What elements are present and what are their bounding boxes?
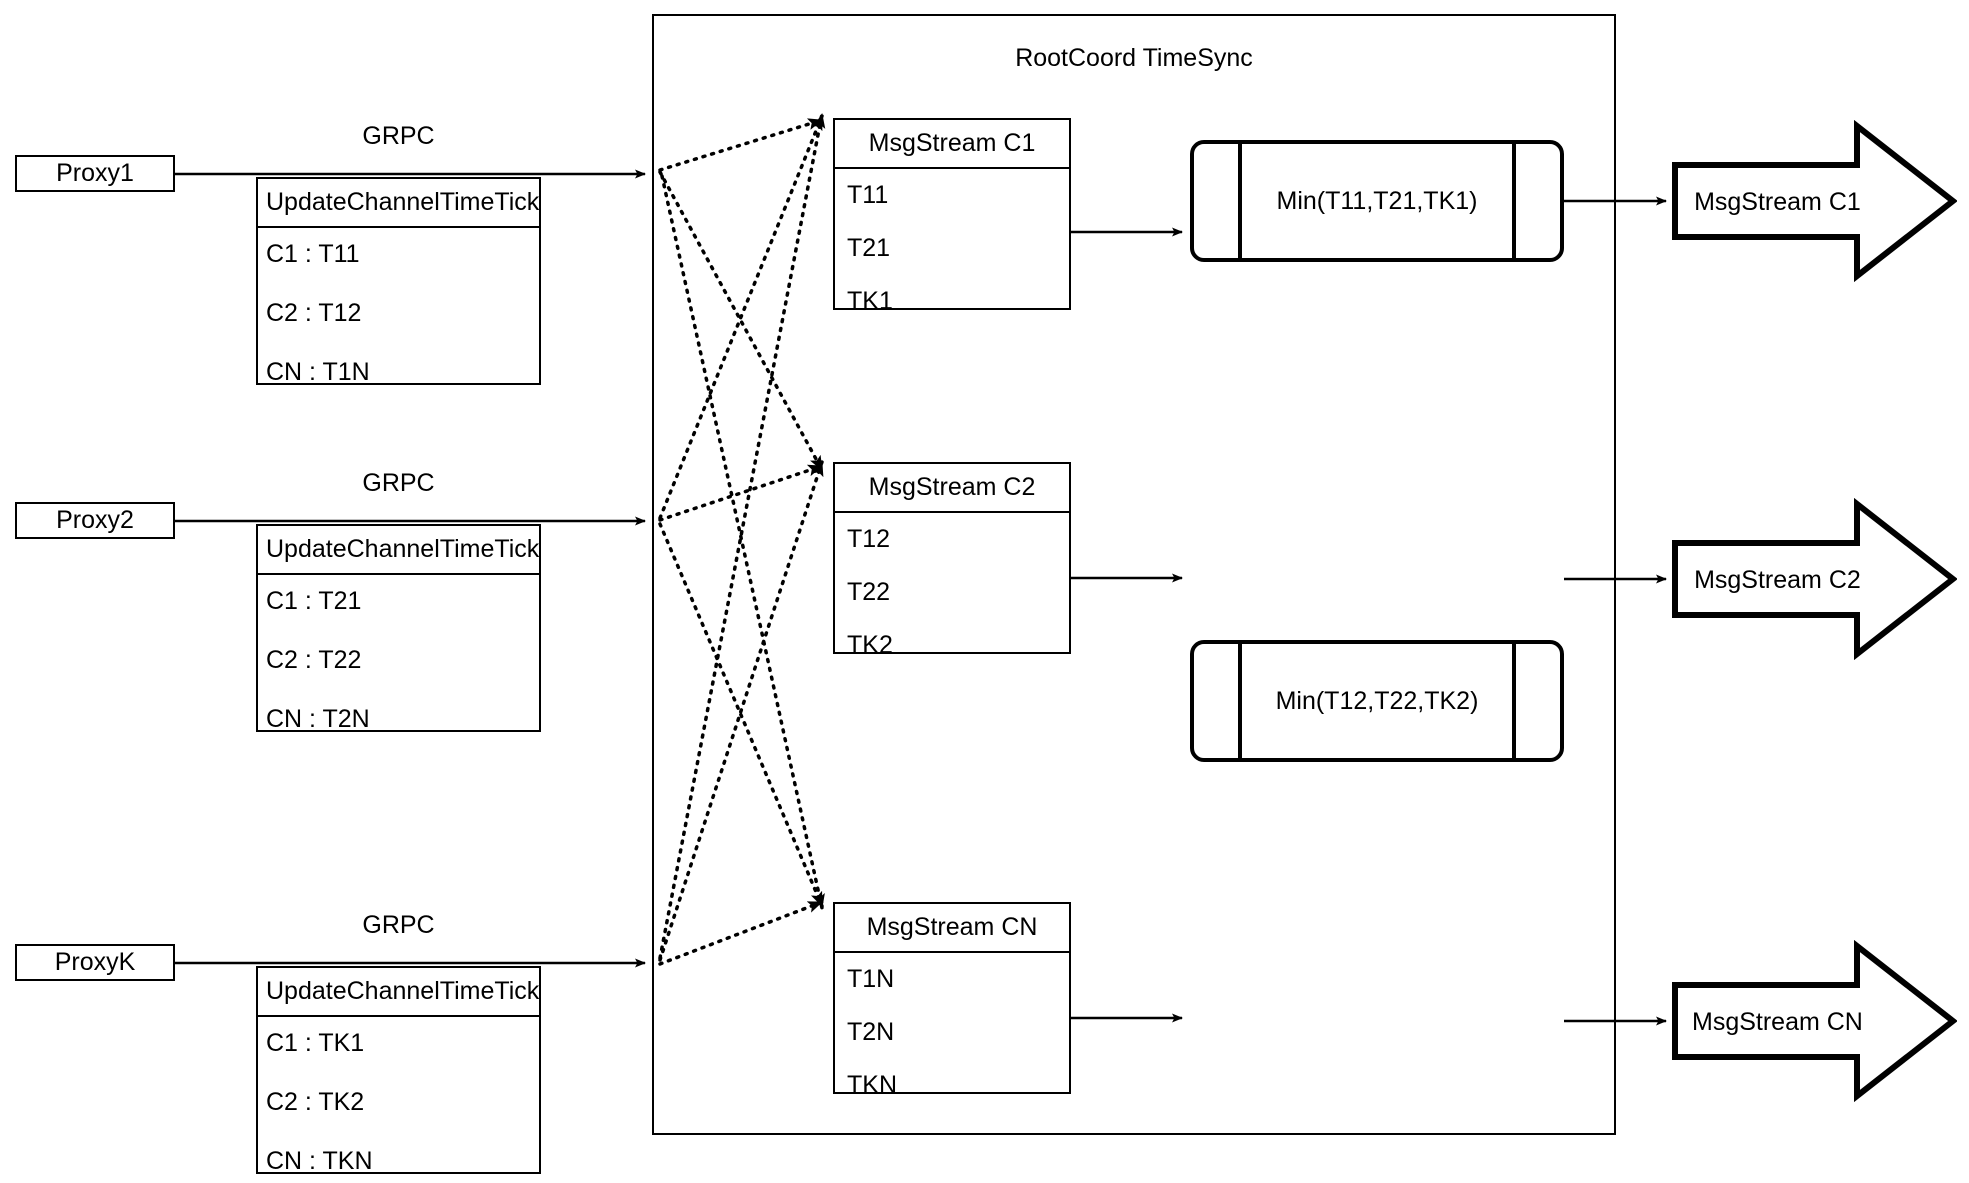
tick-entry: C2 : T22 [266,646,362,674]
tick-entry: C2 : T12 [266,299,362,327]
msgstream-box-2: MsgStream C2 T12 T22 TK2 [833,462,1071,658]
output-block-arrow-3: MsgStream CN [1672,939,1958,1103]
block-arrow-shape-2 [1672,497,1958,661]
update-channel-timetick-box-2: UpdateChannelTimeTick C1 : T21 C2 : T22 … [256,524,541,732]
msgstream-title-3: MsgStream CN [835,904,1069,953]
msgstream-body-1: T11 T21 TK1 [835,169,1069,342]
container-title: RootCoord TimeSync [1015,44,1253,72]
rpc-label-1: GRPC [362,122,435,150]
tick-box-title-2: UpdateChannelTimeTick [258,526,539,575]
msgstream-entry: T11 [847,181,889,209]
tick-box-body-3: C1 : TK1 C2 : TK2 CN : TKN [258,1017,539,1183]
msgstream-body-3: T1N T2N TKN [835,953,1069,1126]
rpc-label-2: GRPC [362,469,435,497]
output-block-arrow-1: MsgStream C1 [1672,119,1958,283]
tick-entry: CN : TKN [266,1147,373,1175]
msgstream-entry: TK1 [847,287,893,315]
tick-box-title-3: UpdateChannelTimeTick [258,968,539,1017]
tick-entry: C1 : TK1 [266,1029,365,1057]
msgstream-body-2: T12 T22 TK2 [835,513,1069,686]
block-arrow-shape-3 [1672,939,1958,1103]
msgstream-entry: TK2 [847,631,893,659]
proxy-box-3[interactable]: ProxyK [15,944,175,981]
output-label-1: MsgStream C1 [1694,188,1861,216]
min-process-label-2: Min(T12,T22,TK2) [1275,686,1479,715]
msgstream-entry: TKN [847,1071,897,1099]
msgstream-box-3: MsgStream CN T1N T2N TKN [833,902,1071,1098]
tick-box-title-1: UpdateChannelTimeTick [258,179,539,228]
tick-entry: CN : T2N [266,705,370,733]
msgstream-entry: T22 [847,578,891,606]
msgstream-entry: T1N [847,965,895,993]
tick-box-body-2: C1 : T21 C2 : T22 CN : T2N [258,575,539,766]
process-left-bar [1238,143,1242,259]
block-arrow-shape-1 [1672,119,1958,283]
min-process-box-2: Min(T12,T22,TK2) [1190,640,1564,762]
tick-entry: C2 : TK2 [266,1088,365,1116]
proxy-box-1[interactable]: Proxy1 [15,155,175,192]
msgstream-title-2: MsgStream C2 [835,464,1069,513]
rpc-label-3: GRPC [362,911,435,939]
msgstream-title-1: MsgStream C1 [835,120,1069,169]
output-label-2: MsgStream C2 [1694,566,1861,594]
update-channel-timetick-box-3: UpdateChannelTimeTick C1 : TK1 C2 : TK2 … [256,966,541,1174]
output-block-arrow-2: MsgStream C2 [1672,497,1958,661]
msgstream-entry: T2N [847,1018,895,1046]
tick-entry: C1 : T21 [266,587,362,615]
msgstream-entry: T12 [847,525,891,553]
min-process-box-1: Min(T11,T21,TK1) [1190,140,1564,262]
process-left-bar [1238,643,1242,759]
msgstream-box-1: MsgStream C1 T11 T21 TK1 [833,118,1071,314]
update-channel-timetick-box-1: UpdateChannelTimeTick C1 : T11 C2 : T12 … [256,177,541,385]
msgstream-entry: T21 [847,234,891,262]
tick-box-body-1: C1 : T11 C2 : T12 CN : T1N [258,228,539,419]
min-process-label-1: Min(T11,T21,TK1) [1276,186,1478,215]
tick-entry: CN : T1N [266,358,370,386]
proxy-box-2[interactable]: Proxy2 [15,502,175,539]
process-right-bar [1512,143,1516,259]
tick-entry: C1 : T11 [266,240,360,268]
rootcoord-timesync-container [652,14,1616,1135]
output-label-3: MsgStream CN [1692,1008,1863,1036]
process-right-bar [1512,643,1516,759]
